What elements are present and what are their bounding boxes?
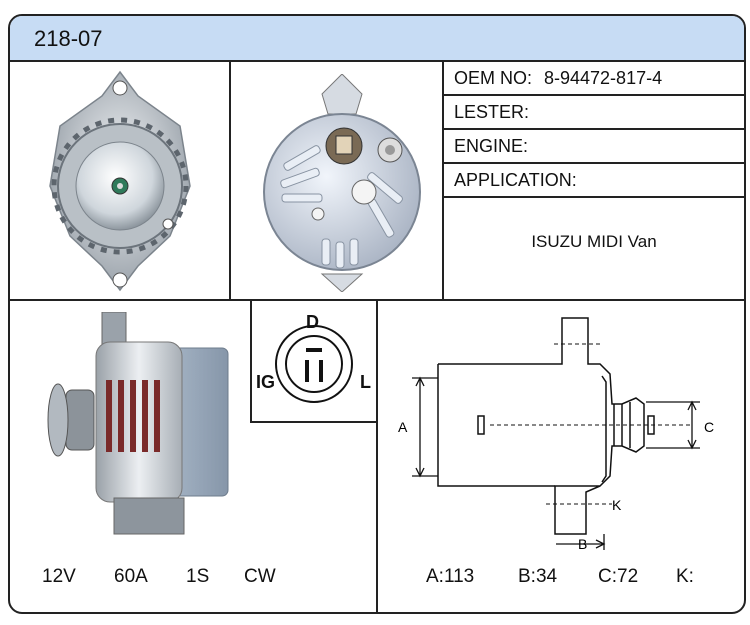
dim-k-marker: K: [612, 497, 622, 513]
divider: [376, 299, 378, 612]
dim-k-value: K:: [676, 566, 694, 587]
connector-diagram: [275, 325, 353, 403]
dim-c-value: C:72: [598, 566, 639, 587]
divider: [250, 421, 378, 423]
oem-value: 8-94472-817-4: [544, 68, 663, 88]
alternator-rear-image: [263, 74, 421, 292]
pulley-spec: 1S: [186, 566, 210, 587]
part-number-title: 218-07: [34, 26, 103, 51]
application-value: ISUZU MIDI Van: [531, 232, 657, 251]
divider: [442, 128, 744, 130]
engine-label: ENGINE:: [454, 136, 529, 156]
oem-label: OEM NO:: [454, 68, 533, 88]
application-label: APPLICATION:: [454, 170, 577, 190]
alternator-front-image: [49, 70, 191, 292]
divider: [442, 94, 744, 96]
dimension-diagram: A C B K: [398, 317, 714, 552]
pin-l-label: L: [360, 372, 371, 392]
dim-a-marker: A: [398, 419, 408, 435]
divider: [442, 196, 744, 198]
dim-b-value: B:34: [518, 566, 558, 587]
rotation-spec: CW: [244, 566, 276, 587]
divider: [250, 299, 252, 423]
divider: [442, 162, 744, 164]
dim-a-value: A:113: [426, 566, 475, 587]
alternator-side-image: [47, 312, 229, 535]
amperage-spec: 60A: [114, 566, 148, 587]
pin-ig-label: IG: [256, 372, 276, 392]
dim-c-marker: C: [704, 419, 714, 435]
lester-label: LESTER:: [454, 102, 530, 122]
dim-b-marker: B: [578, 536, 587, 552]
voltage-spec: 12V: [42, 566, 76, 587]
header-bar: 218-07: [10, 16, 744, 62]
divider: [229, 60, 231, 300]
pin-d-label: D: [306, 312, 319, 332]
divider: [442, 60, 444, 300]
product-card: 218-07 OEM NO: 8-94472-817-4 LESTER: ENG…: [8, 14, 746, 614]
